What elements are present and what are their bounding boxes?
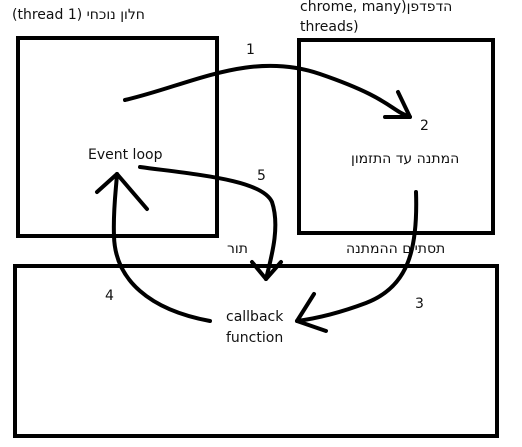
step-1: 1	[246, 42, 255, 58]
callback-label-line2: function	[226, 330, 284, 346]
arrow-3-head	[295, 292, 328, 333]
step-5: 5	[257, 168, 266, 184]
arrow-1-head	[383, 90, 412, 119]
arrow-1-to-browser	[123, 63, 412, 119]
event-loop-label: Event loop	[88, 147, 163, 163]
arrow-5-to-queue	[138, 165, 278, 281]
wait-finished-label: תסתיים ההמתנה	[346, 241, 446, 257]
step-3: 3	[415, 296, 424, 312]
callback-label-line1: callback	[226, 309, 284, 325]
arrow-3-to-callback	[295, 190, 419, 323]
arrow-4-to-event-loop	[111, 172, 212, 323]
queue-label: תור	[227, 241, 248, 257]
arrow-4-head	[95, 172, 149, 211]
browser-label-line2: threads)	[300, 19, 359, 35]
step-4: 4	[105, 288, 114, 304]
browser-label-line1: הדפדפן(chrome, many	[300, 0, 453, 15]
current-window-label: חלון נוכחי (1 thread)	[12, 7, 145, 23]
step-2: 2	[420, 118, 429, 134]
current-window-box	[16, 36, 219, 238]
wait-timeout-label: המתנה עד התזמון	[351, 151, 460, 167]
browser-box	[297, 38, 495, 235]
arrow-5-head	[250, 260, 283, 281]
